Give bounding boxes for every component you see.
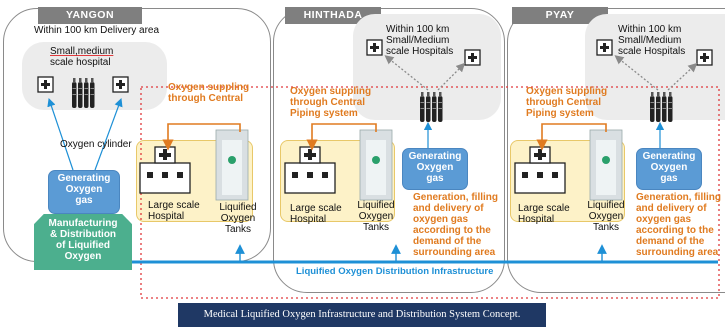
region-title-yangon: YANGON: [38, 7, 142, 24]
yangon-generating-line-3: gas: [75, 195, 93, 206]
pyay-delivery-line-2: and delivery of: [636, 203, 707, 214]
manufacturing-line-4: Oxygen: [64, 251, 102, 262]
yangon-generating-line-1: Generating: [57, 173, 111, 184]
region-title-hinthada: HINTHADA: [285, 7, 381, 24]
manufacturing-line-2: & Distribution: [49, 229, 117, 240]
pyay-within-line-1: Within 100 km: [618, 24, 682, 35]
large-1-line-2: Hospital: [148, 211, 185, 222]
pyay-within-line-3: scale Hospitals: [618, 46, 686, 57]
figure-caption: Medical Liquified Oxygen Infrastructure …: [178, 303, 546, 327]
pyay-delivery-line-4: according to the: [636, 225, 714, 236]
hinthada-supply-line-3: Piping system: [290, 108, 358, 119]
pyay-supply-line-1: Oxygen suppling: [526, 86, 608, 97]
hospital-building-3: [514, 146, 566, 194]
yangon-cylinder-label: Oxygen cylinder: [60, 139, 132, 150]
hinthada-supply-line-1: Oxygen suppling: [290, 86, 372, 97]
pyay-delivery-line-1: Generation, filling: [636, 192, 722, 203]
hospital-building-1: [139, 146, 191, 194]
pyay-delivery-line-3: oxygen gas: [636, 214, 692, 225]
hinthada-delivery-line-5: demand of the: [413, 236, 482, 247]
tank-photo-3: [589, 129, 623, 201]
hinthada-large-label: Large scale Hospital: [290, 203, 342, 225]
tanks-label-1: Liquified Oxygen Tanks: [218, 202, 258, 235]
pyay-large-label: Large scale Hospital: [518, 203, 570, 225]
pyay-delivery-line-6: surrounding area: [636, 247, 719, 258]
supply-label-1: Oxygen suppling through Central: [168, 82, 249, 104]
hinthada-generating-box: Generating Oxygen gas: [402, 148, 468, 190]
pyay-within-label: Within 100 km Small/Medium scale Hospita…: [618, 24, 685, 57]
tanks-1-line-2: Oxygen: [220, 213, 256, 224]
hinthada-delivery-line-4: according to the: [413, 225, 491, 236]
yangon-hospital-label-1: Small,medium: [50, 46, 114, 57]
hinthada-supply-line-2: through Central: [290, 97, 365, 108]
hinthada-tanks-label: Liquified Oxygen Tanks: [356, 200, 396, 233]
yangon-generating-line-2: Oxygen: [65, 184, 103, 195]
large-hospital-label-1: Large scale Hospital: [148, 200, 200, 222]
hinthada-large-line-1: Large scale: [290, 203, 342, 214]
pyay-tanks-label: Liquified Oxygen Tanks: [586, 200, 626, 233]
pyay-gen-line-2: Oxygen: [650, 162, 688, 173]
hinthada-tanks-line-3: Tanks: [362, 222, 390, 233]
hinthada-within-line-1: Within 100 km: [386, 24, 450, 35]
hinthada-within-line-2: Small/Medium: [386, 35, 450, 46]
pyay-generating-box: Generating Oxygen gas: [636, 148, 702, 190]
hinthada-gen-line-3: gas: [426, 173, 444, 184]
pyay-delivery-label: Generation, filling and delivery of oxyg…: [636, 192, 721, 258]
hinthada-delivery-line-6: surrounding area: [413, 247, 496, 258]
pyay-within-line-2: Small/Medium: [618, 35, 682, 46]
tank-photo-1: [215, 129, 249, 201]
hinthada-delivery-line-1: Generation, filling: [413, 192, 499, 203]
hospital-building-2: [284, 146, 336, 194]
yangon-delivery-area-bg: [22, 42, 167, 110]
tank-photo-2: [359, 129, 393, 201]
pyay-large-line-2: Hospital: [518, 214, 555, 225]
pyay-tanks-line-1: Liquified: [587, 200, 625, 211]
hinthada-large-line-2: Hospital: [290, 214, 327, 225]
pyay-gen-line-3: gas: [660, 173, 678, 184]
pyay-large-line-1: Large scale: [518, 203, 570, 214]
hinthada-delivery-line-3: oxygen gas: [413, 214, 469, 225]
pyay-supply-line-3: Piping system: [526, 108, 594, 119]
pyay-gen-line-1: Generating: [642, 151, 696, 162]
yangon-generating-box: Generating Oxygen gas: [48, 170, 120, 214]
hinthada-gen-line-1: Generating: [408, 151, 462, 162]
hinthada-supply-label: Oxygen suppling through Central Piping s…: [290, 86, 371, 119]
supply-1-line-2: through Central: [168, 93, 243, 104]
tanks-1-line-3: Tanks: [224, 224, 252, 235]
yangon-manufacturing-box: Manufacturing & Distribution of Liquifie…: [34, 214, 132, 270]
hinthada-within-label: Within 100 km Small/Medium scale Hospita…: [386, 24, 453, 57]
hinthada-tanks-line-1: Liquified: [357, 200, 395, 211]
pyay-supply-label: Oxygen suppling through Central Piping s…: [526, 86, 607, 119]
hinthada-tanks-line-2: Oxygen: [358, 211, 394, 222]
hinthada-within-line-3: scale Hospitals: [386, 46, 454, 57]
hinthada-gen-line-2: Oxygen: [416, 162, 454, 173]
hinthada-delivery-line-2: and delivery of: [413, 203, 484, 214]
yangon-delivery-area-label: Within 100 km Delivery area: [34, 25, 160, 36]
pyay-supply-line-2: through Central: [526, 97, 601, 108]
region-title-pyay: PYAY: [512, 7, 608, 24]
pyay-delivery-line-5: demand of the: [636, 236, 705, 247]
pyay-tanks-line-2: Oxygen: [588, 211, 624, 222]
manufacturing-line-3: of Liquified: [56, 240, 110, 251]
pyay-within-area-bg: [585, 14, 725, 120]
yangon-hospital-label-2: scale hospital: [50, 57, 111, 68]
infrastructure-label: Liquified Oxygen Distribution Infrastruc…: [296, 266, 494, 277]
large-1-line-1: Large scale: [148, 200, 200, 211]
tanks-1-line-1: Liquified: [219, 202, 257, 213]
supply-1-line-1: Oxygen suppling: [168, 82, 250, 93]
pyay-tanks-line-3: Tanks: [592, 222, 620, 233]
hinthada-delivery-label: Generation, filling and delivery of oxyg…: [413, 192, 498, 258]
manufacturing-line-1: Manufacturing: [48, 218, 118, 229]
